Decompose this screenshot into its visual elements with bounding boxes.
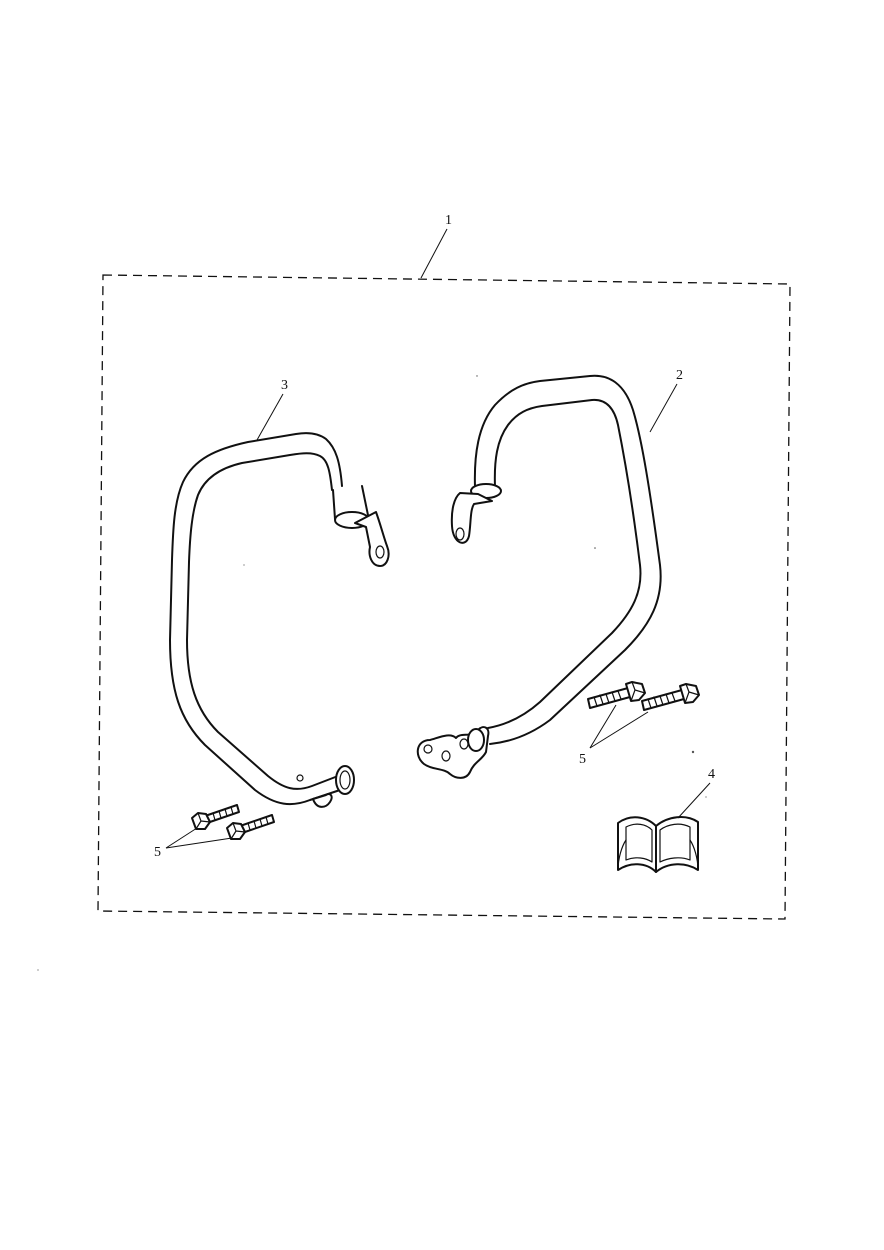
leader-1 (420, 228, 448, 279)
right-crash-bar (416, 374, 662, 779)
leader-5-right-b (589, 711, 649, 749)
leader-3 (256, 393, 284, 441)
bolt-right-upper (587, 681, 646, 709)
callout-5-right: 5 (579, 752, 586, 767)
callout-3: 3 (281, 378, 288, 393)
leader-4 (677, 782, 711, 819)
scan-specks (37, 375, 707, 971)
kit-boundary (97, 274, 791, 920)
callout-5-left: 5 (154, 845, 161, 860)
leader-2 (649, 383, 678, 433)
bolt-left-lower (226, 814, 275, 840)
callout-2: 2 (676, 368, 683, 383)
leader-5-right-a (589, 704, 617, 749)
book-icon (617, 816, 699, 873)
callout-1: 1 (445, 213, 452, 228)
bolt-left-upper (191, 804, 240, 830)
leader-5-left-a (165, 827, 198, 849)
leader-5-left-b (165, 837, 233, 849)
left-crash-bar (169, 432, 390, 808)
bolt-right-lower (641, 683, 700, 711)
callout-4: 4 (708, 767, 715, 782)
